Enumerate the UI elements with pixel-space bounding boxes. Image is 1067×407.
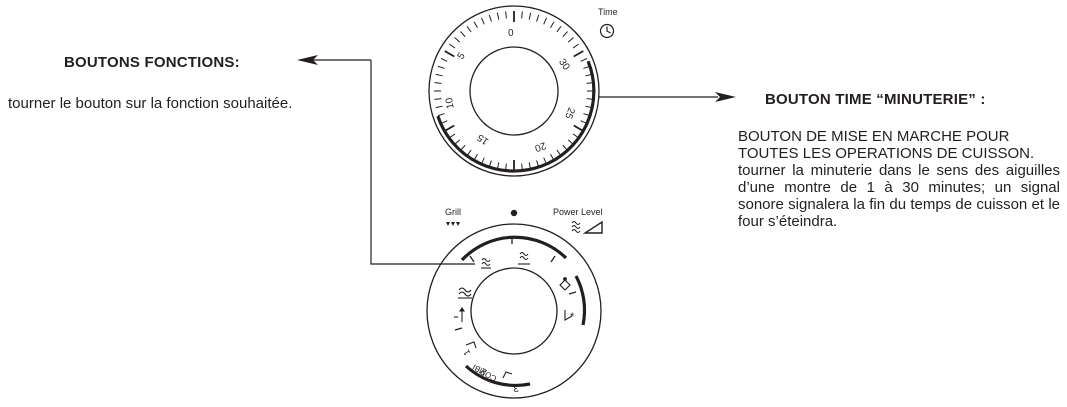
jet-defrost-icon: * — [564, 310, 575, 323]
timer-tick — [434, 82, 442, 84]
left-callout-heading: BOUTONS FONCTIONS: — [64, 54, 240, 71]
timer-tick — [454, 37, 461, 43]
right-callout-body: tourner la minuterie dans le sens des ai… — [738, 162, 1060, 230]
clock-icon — [599, 23, 615, 39]
timer-number-5: 5 — [456, 50, 468, 61]
timer-tick — [505, 11, 507, 19]
timer-tick — [466, 25, 472, 33]
combi-icon — [559, 277, 571, 291]
timer-tick — [556, 25, 562, 33]
svg-text:*: * — [570, 311, 575, 323]
defrost-icon — [454, 307, 466, 322]
timer-tick — [536, 14, 540, 22]
function-dial-outer-ring[interactable] — [426, 223, 602, 399]
timer-tick — [543, 17, 547, 25]
timer-tick — [496, 12, 500, 20]
function-arc-combi — [464, 364, 531, 388]
right-callout-caps: BOUTON DE MISE EN MARCHE POUR TOUTES LES… — [738, 128, 1035, 162]
timer-tick — [444, 124, 455, 132]
combi-number-1: 1 — [461, 348, 472, 357]
timer-dial-outer-ring[interactable] — [428, 5, 600, 177]
right-arrow-head — [715, 92, 736, 102]
timer-number-15: 15 — [475, 131, 491, 147]
combi-bracket — [465, 341, 513, 379]
timer-tick — [521, 11, 523, 19]
combi-number-2: 2 — [478, 365, 489, 378]
timer-dial-knob[interactable] — [469, 46, 559, 136]
timer-number-30: 30 — [556, 57, 572, 73]
dot-icon — [510, 209, 518, 217]
function-arc-right — [574, 275, 587, 326]
timer-tick — [562, 31, 568, 38]
power-level-icon — [571, 220, 603, 234]
timer-tick — [580, 58, 588, 62]
timer-tick — [434, 98, 442, 100]
timer-minute-ticks — [434, 11, 594, 171]
timer-tick — [448, 43, 456, 49]
timer-number-25: 25 — [562, 106, 576, 121]
timer-numbers: 0 5 10 15 20 25 30 — [444, 28, 577, 154]
timer-number-0: 0 — [508, 28, 514, 39]
timer-tick — [481, 17, 485, 25]
timer-tick — [528, 12, 532, 20]
timer-tick — [573, 124, 584, 132]
timer-tick — [435, 105, 443, 109]
left-callout-body: tourner le bouton sur la fonction souhai… — [8, 95, 293, 112]
timer-tick — [437, 65, 445, 69]
grill-label: Grill — [445, 207, 461, 217]
right-callout-block: BOUTON DE MISE EN MARCHE POUR TOUTES LES… — [738, 128, 1060, 230]
timer-scale-arc — [436, 60, 596, 173]
timer-number-20: 20 — [533, 139, 548, 153]
power-level-label: Power Level — [553, 207, 603, 217]
timer-tick — [437, 113, 445, 117]
grill-icon — [446, 222, 460, 226]
timer-tick — [444, 50, 455, 58]
timer-label: Time — [598, 7, 618, 17]
left-callout-leader — [370, 60, 475, 265]
microwave-wave-icon — [481, 257, 491, 269]
steam-icon — [458, 287, 472, 299]
timer-tick — [550, 21, 555, 29]
right-callout-heading: BOUTON TIME “MINUTERIE” : — [765, 91, 986, 108]
timer-tick — [440, 58, 448, 62]
timer-tick — [435, 73, 443, 77]
timer-tick — [488, 14, 492, 22]
timer-tick — [473, 21, 478, 29]
function-arc-top — [460, 235, 568, 262]
timer-tick — [567, 37, 574, 43]
timer-number-10: 10 — [444, 96, 457, 109]
timer-tick — [572, 43, 580, 49]
timer-tick — [460, 31, 466, 38]
grill-wave-icon — [518, 251, 530, 265]
timer-tick — [573, 50, 584, 58]
left-arrow-head — [297, 55, 318, 65]
combi-number-3: 3 — [513, 382, 519, 393]
function-dial-knob[interactable] — [470, 267, 558, 355]
